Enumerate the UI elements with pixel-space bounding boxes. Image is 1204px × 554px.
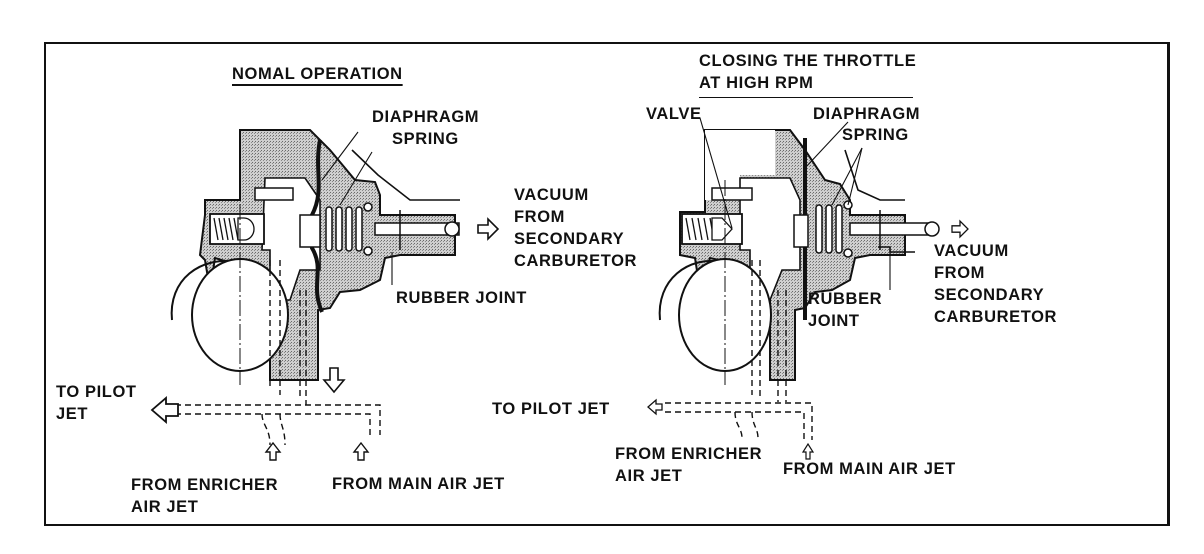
to-pilot-line-2: JET xyxy=(56,405,89,423)
closing-title-line-2: AT HIGH RPM xyxy=(699,72,913,98)
vacuum-r-line-4: CARBURETOR xyxy=(934,308,1058,326)
vacuum-line-4: CARBURETOR xyxy=(514,252,638,270)
label-vacuum-left: VACUUM FROM SECONDARY CARBURETOR xyxy=(514,184,637,272)
enricher-line-2: AIR JET xyxy=(131,498,199,516)
enricher-line-1: FROM ENRICHER xyxy=(131,476,279,494)
enricher-r-line-2: AIR JET xyxy=(615,467,683,485)
enricher-r-line-1: FROM ENRICHER xyxy=(615,445,763,463)
main-air-in-arrow-right xyxy=(801,442,815,460)
label-rubber-joint-right: RUBBER JOINT xyxy=(808,288,882,332)
closing-throttle-diagram xyxy=(647,117,969,460)
figure-frame xyxy=(44,42,1170,526)
vacuum-r-line-1: VACUUM xyxy=(934,242,1009,260)
vacuum-arrow-right xyxy=(951,220,969,238)
label-rubber-joint-left: RUBBER JOINT xyxy=(396,289,527,307)
vacuum-r-line-2: FROM xyxy=(934,264,985,282)
to-pilot-line-1: TO PILOT xyxy=(56,383,137,401)
to-pilot-arrow-right xyxy=(647,398,663,416)
label-from-enricher-right: FROM ENRICHER AIR JET xyxy=(615,443,762,487)
label-diaphragm-right: DIAPHRAGM xyxy=(813,105,921,123)
to-pilot-arrow-left xyxy=(150,396,179,424)
main-air-in-arrow-left xyxy=(352,441,370,461)
label-from-main-air-jet-right: FROM MAIN AIR JET xyxy=(783,460,956,478)
title-normal-operation: NOMAL OPERATION xyxy=(232,65,403,83)
label-valve: VALVE xyxy=(646,105,702,123)
closing-title-line-1: CLOSING THE THROTTLE xyxy=(699,52,917,70)
title-closing-throttle: CLOSING THE THROTTLE AT HIGH RPM xyxy=(699,50,916,98)
rubber-r-line-1: RUBBER xyxy=(808,290,883,308)
label-spring-right: SPRING xyxy=(842,126,909,144)
label-vacuum-right: VACUUM FROM SECONDARY CARBURETOR xyxy=(934,240,1057,328)
vacuum-line-3: SECONDARY xyxy=(514,230,625,248)
label-from-enricher-left: FROM ENRICHER AIR JET xyxy=(131,474,278,518)
enricher-in-arrow-left xyxy=(264,441,282,461)
vacuum-line-2: FROM xyxy=(514,208,565,226)
spring-left xyxy=(325,202,373,256)
rubber-r-line-2: JOINT xyxy=(808,312,860,330)
label-to-pilot-jet-left: TO PILOT JET xyxy=(56,381,137,425)
label-spring-left: SPRING xyxy=(392,130,459,148)
downward-arrow-left xyxy=(322,367,346,394)
spring-right xyxy=(815,200,853,258)
vacuum-r-line-3: SECONDARY xyxy=(934,286,1045,304)
label-to-pilot-jet-right: TO PILOT JET xyxy=(492,400,610,418)
vacuum-line-1: VACUUM xyxy=(514,186,589,204)
vacuum-arrow-left xyxy=(477,218,499,240)
normal-operation-diagram xyxy=(150,129,499,461)
label-from-main-air-jet-left: FROM MAIN AIR JET xyxy=(332,475,505,493)
label-diaphragm-left: DIAPHRAGM xyxy=(372,108,480,126)
